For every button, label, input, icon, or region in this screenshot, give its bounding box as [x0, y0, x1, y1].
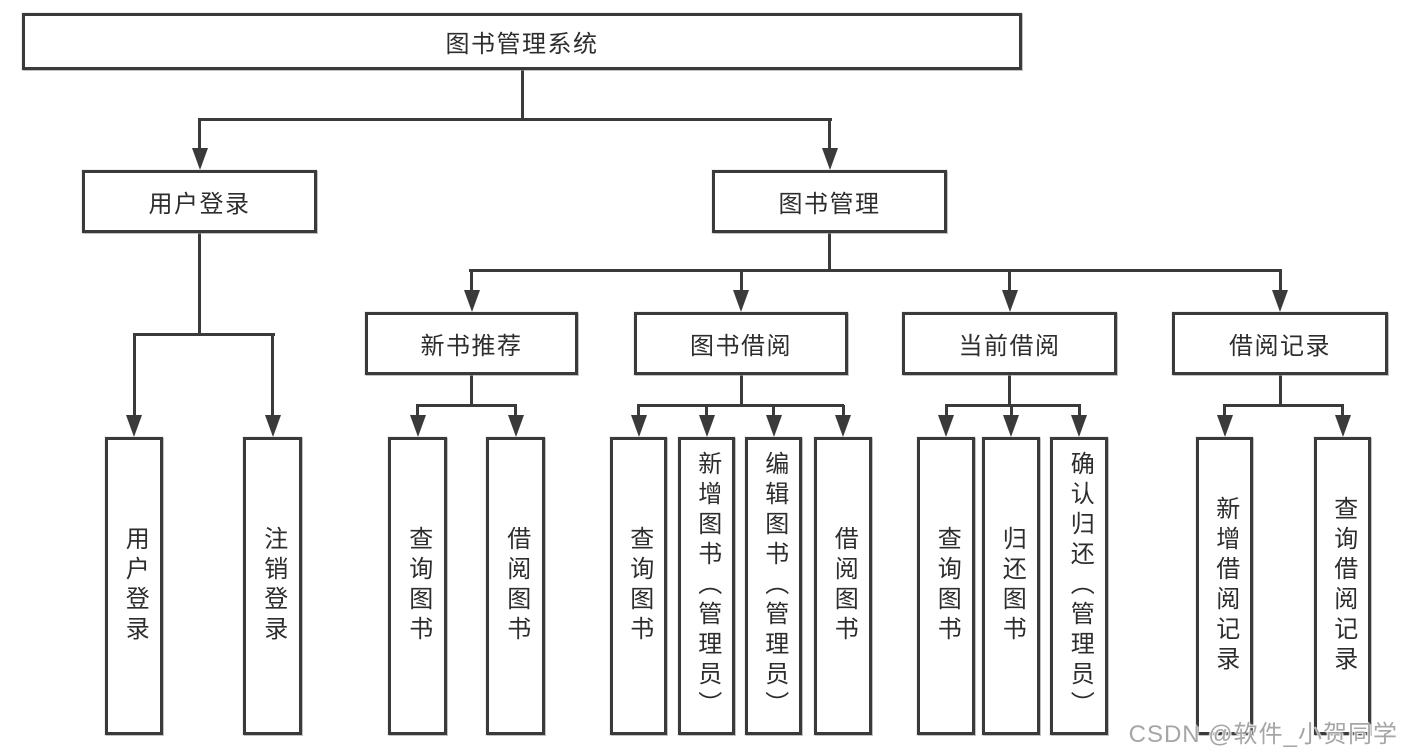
node-new-book-recommendation: 新书推荐 [365, 312, 578, 375]
arrowhead-down-icon [507, 415, 524, 437]
connector-line [520, 70, 524, 119]
connector-line [1077, 405, 1081, 421]
leaf-confirm-return-admin: 确认归还（管理员） [1050, 437, 1108, 735]
connector-line [1008, 375, 1011, 406]
arrowhead-down-icon [191, 148, 208, 170]
node-book-borrowing: 图书借阅 [634, 312, 848, 375]
leaf-user-login: 用户登录 [105, 437, 163, 735]
connector-line [468, 268, 1282, 272]
node-label: 注销登录 [259, 526, 287, 646]
arrowhead-down-icon [409, 415, 426, 437]
node-label: 借阅图书 [830, 526, 858, 646]
node-label: 图书管理 [778, 191, 881, 218]
node-label: 图书管理系统 [445, 31, 599, 58]
connector-line [637, 403, 844, 407]
connector-line [944, 405, 948, 421]
connector-line [1009, 405, 1013, 421]
node-current-borrowing: 当前借阅 [902, 312, 1117, 375]
leaf-query-books-borrowing: 查询图书 [610, 437, 667, 735]
arrowhead-down-icon [264, 415, 281, 437]
node-label: 查询图书 [404, 526, 432, 646]
connector-line [198, 233, 201, 335]
leaf-logout: 注销登录 [243, 437, 302, 735]
connector-line [271, 334, 274, 421]
node-label: 用户登录 [148, 191, 251, 218]
node-label: 新书推荐 [420, 333, 523, 360]
connector-line [739, 375, 743, 406]
arrowhead-down-icon [1003, 415, 1019, 437]
node-label: 归还图书 [998, 526, 1026, 646]
leaf-add-book-admin: 新增图书（管理员） [678, 437, 735, 735]
arrowhead-down-icon [733, 290, 749, 312]
connector-line [739, 270, 743, 296]
node-label: 查询图书 [933, 526, 961, 646]
connector-line [828, 233, 831, 271]
arrowhead-down-icon [835, 415, 851, 437]
node-user-login: 用户登录 [82, 170, 317, 233]
arrowhead-down-icon [126, 415, 142, 437]
arrowhead-down-icon [1334, 415, 1351, 437]
leaf-borrow-books-borrowing: 借阅图书 [814, 437, 872, 735]
connector-line [132, 334, 136, 421]
arrowhead-down-icon [630, 415, 647, 437]
connector-line [1008, 270, 1011, 296]
leaf-query-borrow-record: 查询借阅记录 [1314, 437, 1371, 735]
node-label: 当前借阅 [958, 333, 1061, 360]
connector-line [828, 119, 831, 154]
connector-line [470, 375, 473, 406]
leaf-return-books: 归还图书 [982, 437, 1040, 735]
node-label: 新增图书（管理员） [693, 451, 721, 721]
connector-line [1223, 405, 1226, 421]
connector-line [841, 405, 845, 421]
connector-line [637, 405, 640, 421]
connector-line [198, 119, 201, 154]
arrowhead-down-icon [765, 415, 782, 437]
leaf-query-books-recommendation: 查询图书 [388, 437, 447, 735]
node-library-management-system: 图书管理系统 [22, 13, 1022, 70]
node-label: 查询图书 [625, 526, 653, 646]
node-label: 图书借阅 [690, 333, 792, 360]
connector-line [705, 405, 708, 421]
leaf-borrow-books-recommendation: 借阅图书 [486, 437, 545, 735]
node-label: 查询借阅记录 [1329, 496, 1357, 676]
arrowhead-down-icon [821, 148, 838, 170]
node-label: 借阅图书 [502, 526, 530, 646]
arrowhead-down-icon [1071, 415, 1087, 437]
arrowhead-down-icon [1272, 290, 1288, 312]
connector-line [944, 403, 1081, 407]
connector-line [514, 405, 517, 421]
arrowhead-down-icon [463, 290, 480, 312]
node-label: 用户登录 [121, 526, 149, 646]
connector-line [416, 405, 419, 421]
connector-line [772, 405, 775, 421]
node-label: 借阅记录 [1229, 333, 1331, 360]
leaf-add-borrow-record: 新增借阅记录 [1196, 437, 1253, 735]
watermark: CSDN @软件_小贺同学 [1128, 721, 1398, 747]
arrowhead-down-icon [938, 415, 954, 437]
connector-line [1278, 375, 1282, 406]
connector-line [198, 117, 832, 121]
node-book-management: 图书管理 [712, 170, 947, 233]
leaf-edit-book-admin: 编辑图书（管理员） [745, 437, 802, 735]
connector-line [1223, 403, 1344, 407]
arrowhead-down-icon [1001, 290, 1018, 312]
connector-line [132, 332, 275, 336]
connector-line [1278, 270, 1282, 296]
connector-line [470, 270, 473, 296]
connector-line [416, 403, 517, 407]
node-label: 编辑图书（管理员） [760, 451, 788, 721]
connector-line [1341, 405, 1344, 421]
node-label: 新增借阅记录 [1211, 496, 1239, 676]
leaf-query-books-current: 查询图书 [917, 437, 975, 735]
node-label: 确认归还（管理员） [1066, 451, 1094, 721]
node-borrowing-records: 借阅记录 [1172, 312, 1388, 375]
arrowhead-down-icon [698, 415, 715, 437]
arrowhead-down-icon [1216, 415, 1233, 437]
